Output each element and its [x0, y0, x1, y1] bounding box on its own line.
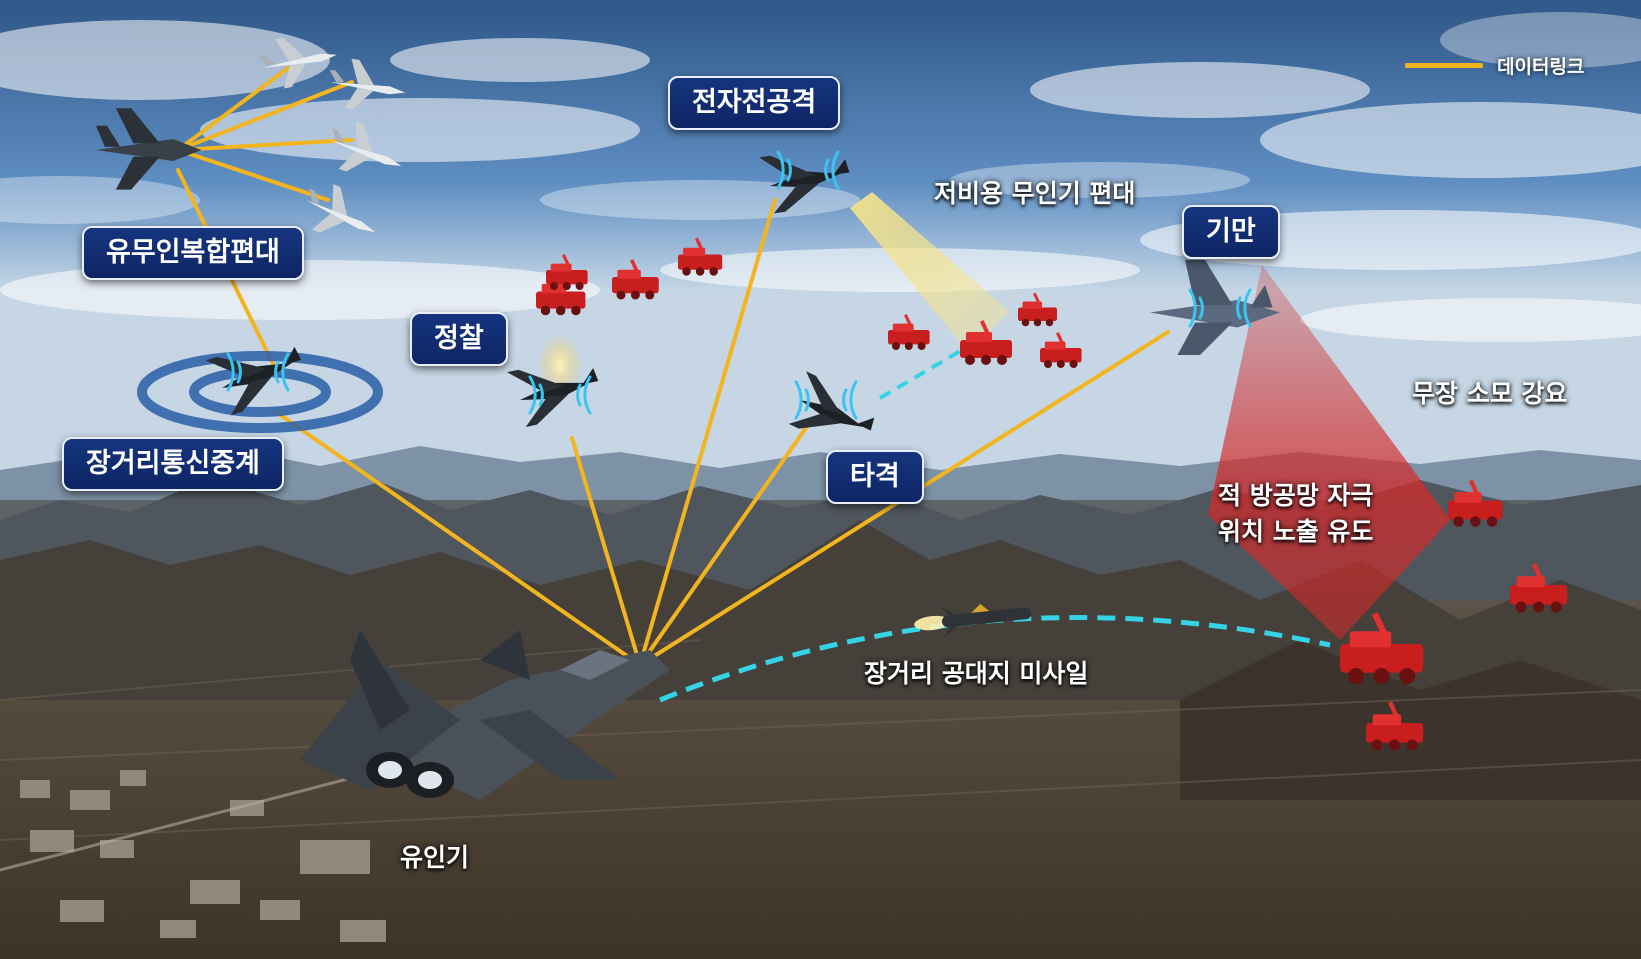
label-munition-exhaustion: 무장 소모 강요: [1412, 379, 1568, 408]
label-air-defense-lure-line2: 위치 노출 유도: [1218, 517, 1374, 546]
datalink-legend: 데이터링크: [1405, 52, 1584, 79]
missile-icon: [914, 603, 1032, 638]
label-manned-unmanned-team: 유무인복합편대: [82, 226, 304, 280]
datalink-legend-swatch: [1405, 63, 1483, 68]
label-deception: 기만: [1182, 205, 1280, 259]
label-air-defense-lure-line1: 적 방공망 자극: [1218, 481, 1374, 510]
label-strike: 타격: [826, 450, 924, 504]
label-electronic-attack: 전자전공격: [668, 76, 841, 130]
label-air-defense-lure: 적 방공망 자극 위치 노출 유도: [1218, 478, 1373, 550]
label-reconnaissance: 정찰: [410, 312, 508, 366]
lead-fighter-jet-icon: [96, 108, 202, 190]
label-manned-aircraft: 유인기: [400, 843, 470, 872]
label-long-range-relay: 장거리통신중계: [62, 437, 284, 491]
label-long-range-missile: 장거리 공대지 미사일: [864, 659, 1089, 688]
label-low-cost-swarm: 저비용 무인기 편대: [934, 179, 1136, 208]
datalink-legend-label: 데이터링크: [1497, 56, 1585, 78]
manned-fighter-jet-icon: [300, 630, 670, 800]
